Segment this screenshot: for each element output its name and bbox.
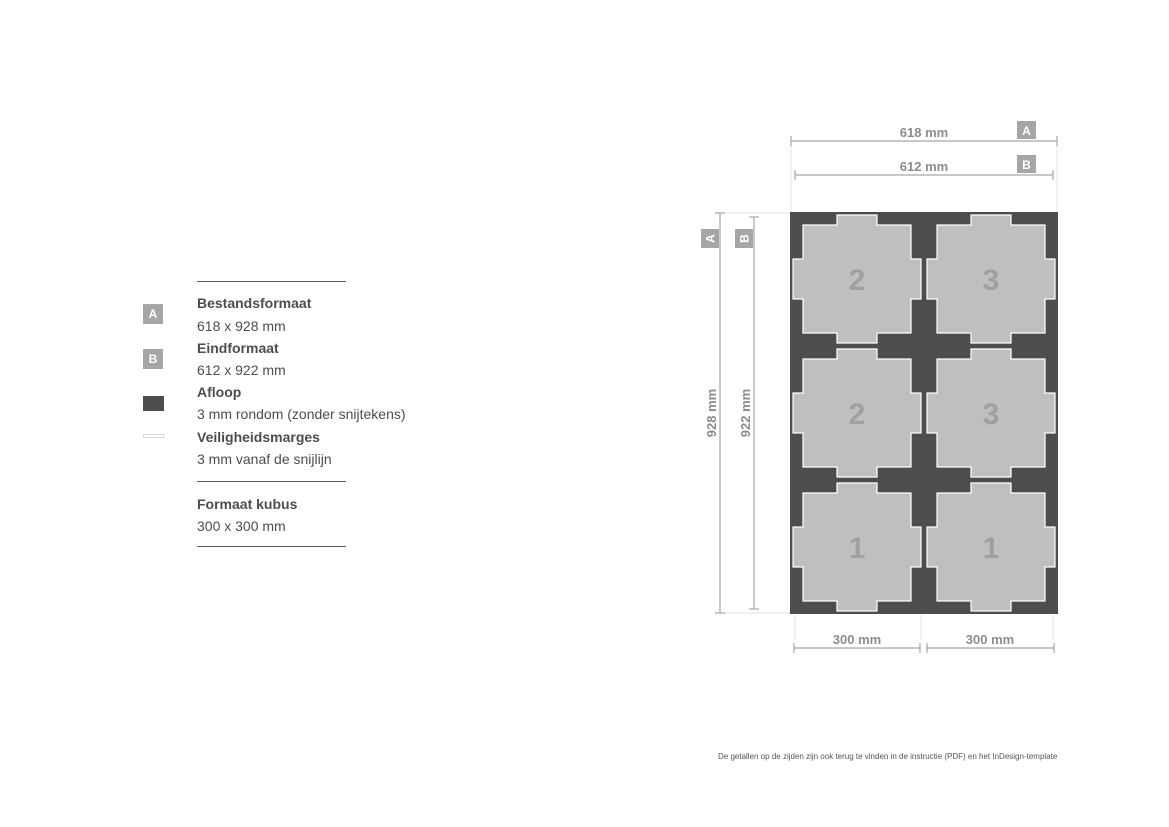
legend-title-cube: Formaat kubus (197, 496, 298, 512)
badge-b-left-label: B (738, 234, 752, 243)
bleed-swatch (143, 396, 164, 411)
legend-title-final-format: Eindformaat (197, 340, 279, 356)
width-dimension-b (794, 170, 1054, 180)
badge-a-left-label: A (704, 234, 718, 243)
width-dimension-a (790, 136, 1058, 146)
column-dimension-left (793, 643, 921, 653)
column-left-label: 300 mm (833, 632, 881, 647)
badge-b-top (1017, 155, 1036, 173)
legend-value-cube: 300 x 300 mm (197, 518, 286, 534)
cube-panel-number: 3 (983, 264, 1000, 297)
cube-panel-number: 2 (849, 264, 866, 297)
cube-panel (926, 482, 1056, 612)
legend-value-final-format: 612 x 922 mm (197, 362, 286, 378)
cube-panel-number: 3 (983, 398, 1000, 431)
legend-value-bleed: 3 mm rondom (zonder snijtekens) (197, 406, 406, 422)
height-b-label: 922 mm (738, 389, 753, 437)
legend-mid-rule (197, 481, 346, 482)
cube-panel-number: 1 (849, 532, 866, 565)
legend-title-bleed: Afloop (197, 384, 242, 400)
height-a-label: 928 mm (704, 389, 719, 437)
height-dimension-b (749, 216, 759, 610)
guide-lines (725, 146, 1058, 640)
badge-a-top-label: A (1022, 124, 1031, 138)
badge-a-left (701, 229, 719, 248)
footnote: De getallen op de zijden zijn ook terug … (718, 752, 1058, 761)
width-b-label: 612 mm (900, 159, 948, 174)
cube-panels: 2 3 2 3 1 1 (792, 214, 1056, 612)
cube-panel-number: 1 (983, 532, 1000, 565)
legend-top-rule (197, 281, 346, 282)
cube-panel (792, 214, 922, 344)
column-right-label: 300 mm (966, 632, 1014, 647)
cube-panel (792, 482, 922, 612)
cube-panel (926, 348, 1056, 478)
width-a-label: 618 mm (900, 125, 948, 140)
legend-title-safety: Veiligheidsmarges (197, 429, 320, 445)
safety-margin-swatch (143, 434, 164, 438)
badge-a-legend: A (143, 304, 163, 324)
badge-b-legend: B (143, 349, 163, 369)
legend-title-file-format: Bestandsformaat (197, 295, 312, 311)
legend-bottom-rule (197, 546, 346, 547)
cube-panel-number: 2 (849, 398, 866, 431)
cube-panel (926, 214, 1056, 344)
badge-a-top (1017, 121, 1036, 139)
badge-b-top-label: B (1022, 158, 1031, 172)
badge-b-left (735, 229, 753, 248)
cube-panel (792, 348, 922, 478)
legend-value-safety: 3 mm vanaf de snijlijn (197, 451, 332, 467)
column-dimension-right (926, 643, 1055, 653)
legend-value-file-format: 618 x 928 mm (197, 318, 286, 334)
height-dimension-a (715, 212, 725, 614)
